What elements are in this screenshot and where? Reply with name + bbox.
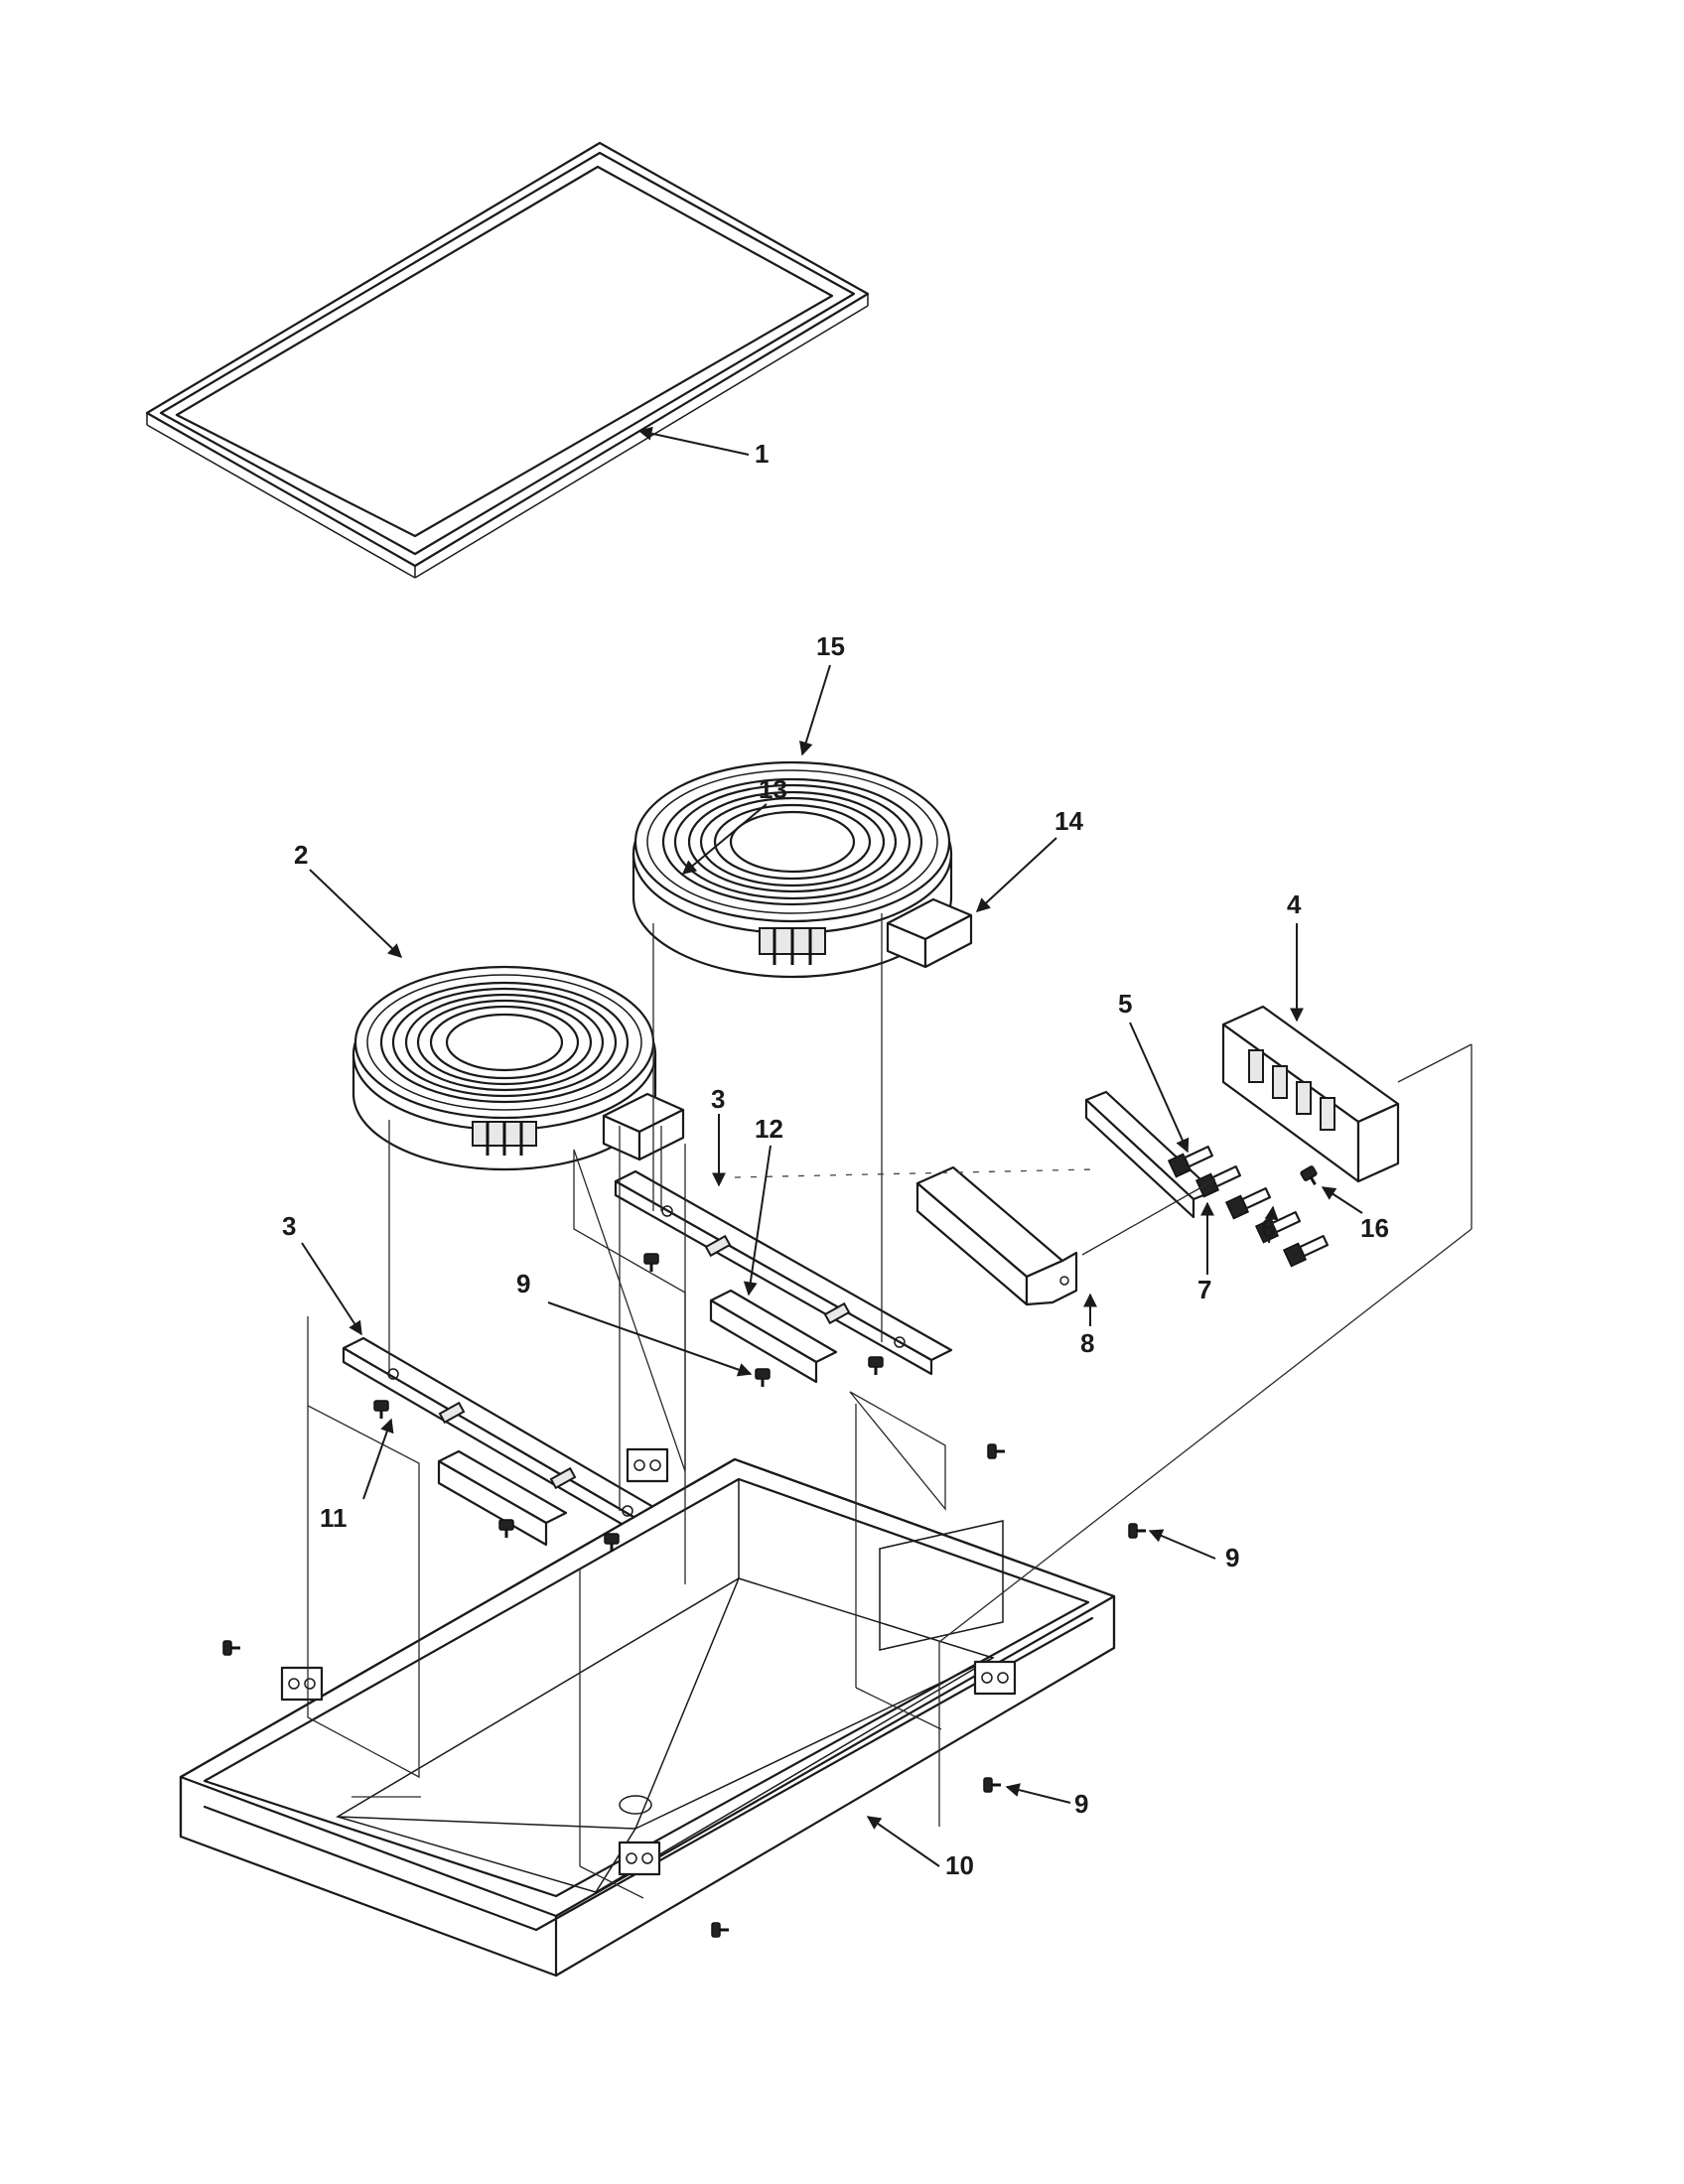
- heating-element-front: [351, 965, 685, 1171]
- callout-13: 13: [759, 774, 787, 804]
- callout-7: 7: [1197, 1275, 1211, 1304]
- hinge-tab-left: [280, 1666, 324, 1702]
- terminal-block-rear: [759, 927, 826, 965]
- callout-2: 2: [294, 840, 308, 870]
- callout-5: 5: [1118, 989, 1132, 1019]
- callout-3-rear: 3: [711, 1084, 725, 1114]
- callout-11: 11: [320, 1503, 348, 1533]
- callout-15: 15: [816, 631, 845, 661]
- callout-12: 12: [755, 1114, 783, 1144]
- callout-10: 10: [945, 1850, 974, 1880]
- limiter-block-14: [886, 897, 973, 969]
- callout-16: 16: [1360, 1213, 1389, 1243]
- hinge-tab-right: [973, 1660, 1017, 1696]
- terminal-block-front: [472, 1121, 537, 1156]
- terminal-clips-5-6: [1167, 1145, 1330, 1268]
- bracket-clip-12: [709, 1289, 838, 1384]
- callout-6: 6: [1261, 1213, 1275, 1243]
- bracket-clip-front: [437, 1449, 568, 1547]
- mounting-bracket-rear: [614, 1169, 953, 1376]
- burner-box: [179, 1447, 1116, 1978]
- callout-3-front: 3: [282, 1211, 296, 1241]
- glass-cooktop: [145, 141, 870, 579]
- leader-lines: [301, 426, 1363, 1867]
- mounting-bracket-8: [915, 1165, 1078, 1306]
- callout-labels: 1 15 14 2 13 4 5 6 16 7 8 3 12 3 9 11 9 …: [282, 439, 1389, 1880]
- callout-8: 8: [1080, 1328, 1094, 1358]
- callout-9-right: 9: [1225, 1543, 1239, 1572]
- hinge-tab-front: [618, 1841, 661, 1876]
- callout-14: 14: [1054, 806, 1083, 836]
- callout-1: 1: [755, 439, 769, 469]
- alignment-lines: [307, 913, 1473, 1899]
- hinge-tab-rear: [626, 1447, 669, 1483]
- callout-4: 4: [1287, 889, 1302, 919]
- callout-9-top: 9: [516, 1269, 530, 1298]
- terminal-block-4: [1221, 1005, 1400, 1183]
- heating-element-rear: [632, 760, 973, 979]
- callout-9-bottom: 9: [1074, 1789, 1088, 1819]
